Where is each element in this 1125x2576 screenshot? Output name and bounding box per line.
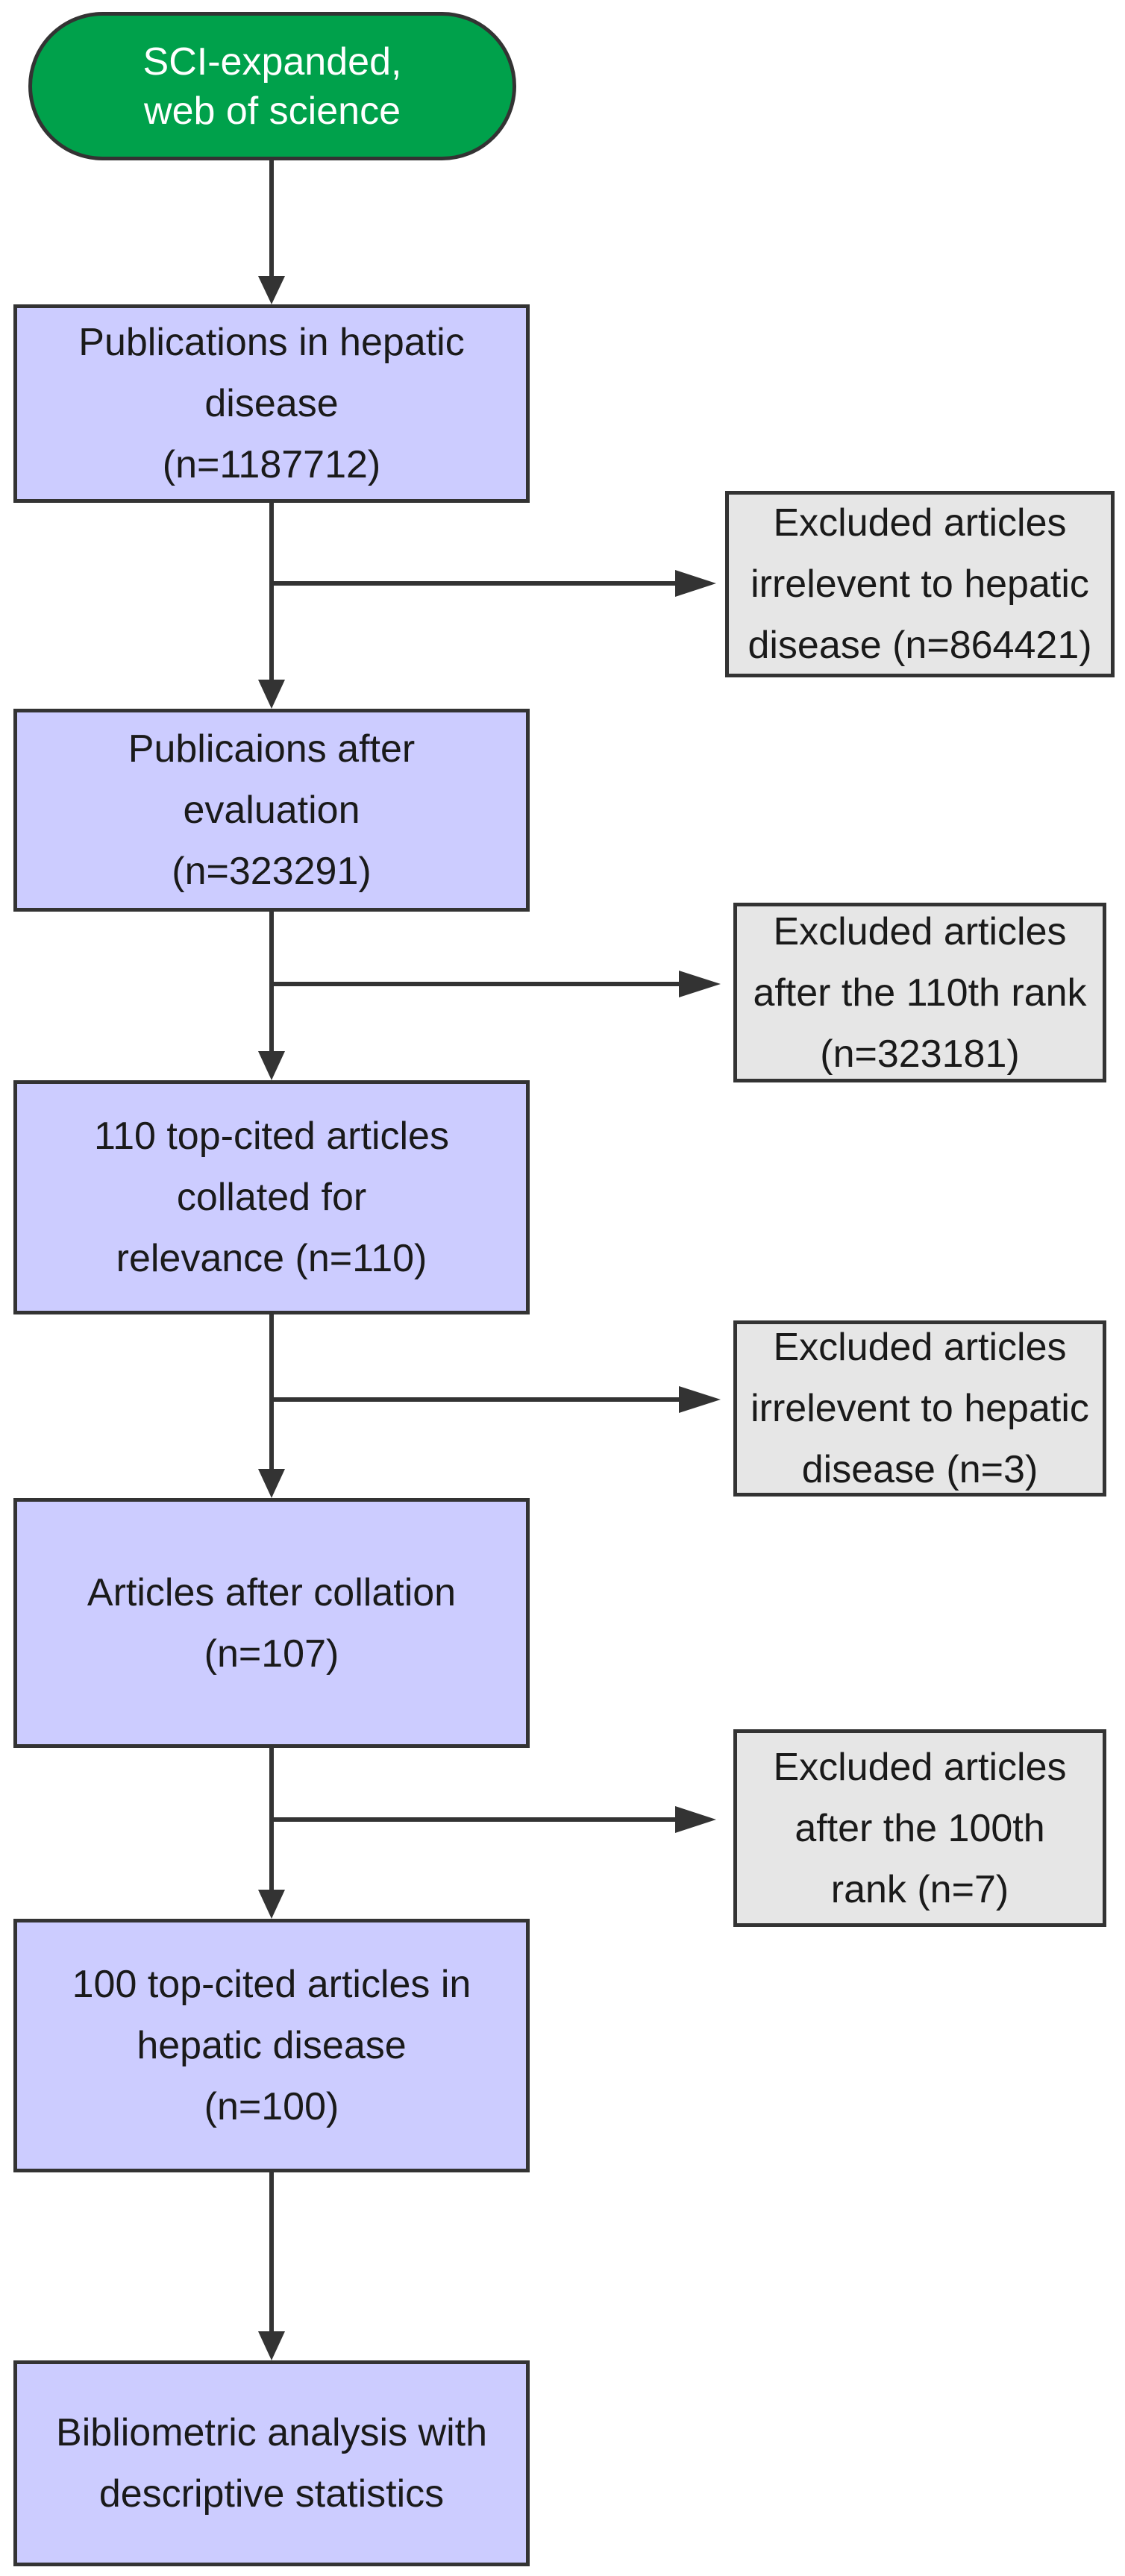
exclusion-line: after the 110th rank <box>753 971 1087 1015</box>
step-line: Bibliometric analysis with <box>56 2411 487 2454</box>
arrowhead-exclusion-1 <box>675 570 716 597</box>
exclusion-irrelevant-864421: Excluded articles irrelevent to hepatic … <box>725 491 1115 677</box>
exclusion-line: Excluded articles <box>773 501 1067 545</box>
step-line: (n=323291) <box>172 850 372 893</box>
step-line: hepatic disease <box>137 2024 407 2067</box>
step-line: Publications in hepatic <box>78 321 465 364</box>
exclusion-line: (n=323181) <box>820 1032 1020 1076</box>
step-line: disease <box>204 382 339 425</box>
arrowhead-step5-to-step6 <box>258 2331 285 2360</box>
exclusion-line: Excluded articles <box>773 909 1067 953</box>
step-line: descriptive statistics <box>98 2472 445 2516</box>
arrowhead-step1-to-step2 <box>258 680 285 709</box>
step-line: 110 top-cited articles <box>94 1115 449 1158</box>
arrowhead-step4-to-step5 <box>258 1890 285 1919</box>
exclusion-line: rank (n=7) <box>830 1867 1009 1911</box>
arrowhead-exclusion-4 <box>675 1806 716 1833</box>
exclusion-irrelevant-3: Excluded articles irrelevent to hepatic … <box>733 1320 1106 1497</box>
exclusion-line: Excluded articles <box>773 1745 1067 1789</box>
step-publications-hepatic: Publications in hepatic disease (n=11877… <box>13 304 530 503</box>
step-line: Publicaions after <box>128 727 416 771</box>
step-bibliometric-analysis: Bibliometric analysis with descriptive s… <box>13 2360 530 2566</box>
step-line: (n=1187712) <box>162 443 381 486</box>
arrowhead-step2-to-step3 <box>258 1051 285 1080</box>
exclusion-line: disease (n=864421) <box>748 624 1092 667</box>
step-after-evaluation: Publicaions after evaluation (n=323291) <box>13 709 530 912</box>
exclusion-line: irrelevent to hepatic <box>750 562 1089 606</box>
arrowhead-exclusion-3 <box>679 1386 721 1413</box>
start-line: SCI-expanded, <box>142 40 402 84</box>
step-line: relevance (n=110) <box>116 1237 427 1280</box>
exclusion-line: Excluded articles <box>773 1326 1067 1369</box>
step-line: (n=107) <box>204 1632 339 1676</box>
step-line: evaluation <box>183 789 360 832</box>
start-line: web of science <box>144 89 401 133</box>
step-after-collation: Articles after collation (n=107) <box>13 1498 530 1748</box>
step-line: (n=100) <box>204 2085 339 2128</box>
step-line: Articles after collation <box>87 1570 457 1614</box>
exclusion-after-100th-rank: Excluded articles after the 100th rank (… <box>733 1729 1106 1927</box>
arrowhead-start-to-step1 <box>258 276 285 304</box>
exclusion-line: after the 100th <box>795 1806 1045 1850</box>
arrowhead-step3-to-step4 <box>258 1469 285 1498</box>
start-node: SCI-expanded, web of science <box>28 12 516 160</box>
exclusion-after-110th-rank: Excluded articles after the 110th rank (… <box>733 903 1106 1082</box>
step-line: 100 top-cited articles in <box>72 1963 471 2006</box>
step-top-100-hepatic: 100 top-cited articles in hepatic diseas… <box>13 1919 530 2172</box>
arrowhead-exclusion-2 <box>679 971 721 997</box>
step-top-110-collated: 110 top-cited articles collated for rele… <box>13 1080 530 1314</box>
exclusion-line: disease (n=3) <box>801 1448 1038 1491</box>
exclusion-line: irrelevent to hepatic <box>750 1387 1089 1430</box>
step-line: collated for <box>176 1176 367 1219</box>
